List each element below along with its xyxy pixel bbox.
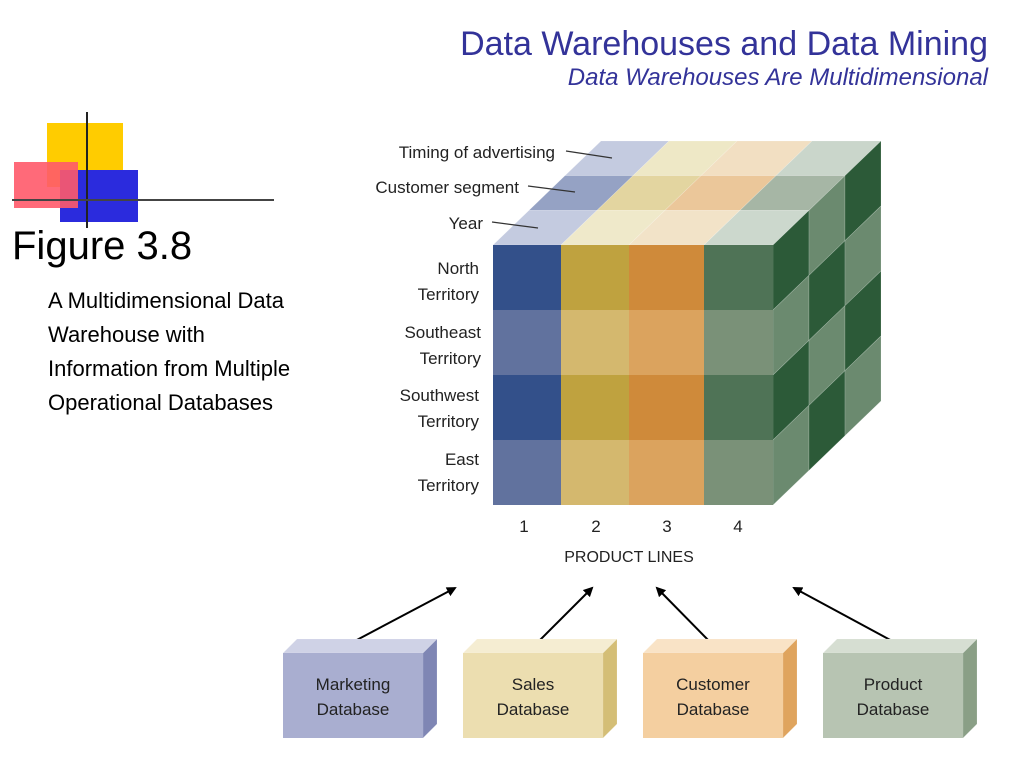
database-label: Database (857, 700, 930, 719)
territory-labels: North Territory Southeast Territory Sout… (400, 259, 482, 495)
depth-label: Timing of advertising (399, 143, 555, 162)
column-label: 4 (733, 517, 742, 536)
cube-front-cell (629, 310, 704, 375)
database-label: Product (864, 675, 923, 694)
cube-front-cell (704, 375, 773, 440)
cube-front-cell (629, 375, 704, 440)
row-label: Territory (418, 285, 480, 304)
arrow-marketing (352, 587, 457, 643)
database-label: Customer (676, 675, 750, 694)
slide-subtitle: Data Warehouses Are Multidimensional (567, 64, 988, 91)
database-box-top (642, 638, 798, 654)
cube-front-cell (704, 310, 773, 375)
arrow-sales (534, 586, 594, 646)
database-label: Database (497, 700, 570, 719)
database-box-front (463, 653, 603, 738)
cube-side-cell (844, 335, 882, 437)
figure-number: Figure 3.8 (12, 224, 193, 268)
arrow-product (792, 587, 895, 643)
database-box-front (643, 653, 783, 738)
cube-front-cell (493, 310, 561, 375)
depth-label: Customer segment (375, 178, 519, 197)
database-box-side (962, 638, 978, 739)
flow-arrows (352, 586, 895, 646)
cube-front-cell (704, 440, 773, 505)
column-label: 2 (591, 517, 600, 536)
figure-caption: A Multidimensional Data Warehouse with I… (48, 288, 291, 415)
database-box-side (422, 638, 438, 739)
cube-side-face (772, 140, 882, 506)
database-box-side (602, 638, 618, 739)
cube-front-face (493, 245, 773, 505)
slide-logo (12, 112, 274, 228)
cube-front-cell (493, 440, 561, 505)
column-label: 1 (519, 517, 528, 536)
database-label: Database (677, 700, 750, 719)
database-box-top (282, 638, 438, 654)
row-label: Southeast (404, 323, 481, 342)
slide-title-block: Data Warehouses and Data Mining Data War… (460, 24, 988, 92)
data-cube (492, 140, 882, 506)
cube-top-face (492, 140, 882, 246)
database-box-top (822, 638, 978, 654)
row-label: Territory (420, 349, 482, 368)
database-box-top (462, 638, 618, 654)
row-label: East (445, 450, 479, 469)
cube-front-cell (493, 375, 561, 440)
cube-front-cell (704, 245, 773, 310)
database-box-front (823, 653, 963, 738)
cube-front-cell (629, 440, 704, 505)
arrow-customer (655, 586, 714, 646)
database-label: Sales (512, 675, 555, 694)
cube-front-cell (561, 310, 629, 375)
database-box-front (283, 653, 423, 738)
column-label: 3 (662, 517, 671, 536)
database-box-side (782, 638, 798, 739)
slide-title: Data Warehouses and Data Mining (460, 25, 988, 63)
row-label: Territory (418, 476, 480, 495)
cube-front-cell (561, 245, 629, 310)
database-label: Marketing (316, 675, 391, 694)
dimension-labels: Timing of advertising Customer segment Y… (375, 143, 613, 233)
product-line-labels: 1 2 3 4 PRODUCT LINES (519, 517, 742, 566)
depth-label: Year (449, 214, 484, 233)
cube-front-cell (629, 245, 704, 310)
row-label: Southwest (400, 386, 480, 405)
row-label: Territory (418, 412, 480, 431)
cube-front-cell (493, 245, 561, 310)
row-label: North (437, 259, 479, 278)
axis-label: PRODUCT LINES (564, 549, 694, 566)
source-databases: MarketingDatabaseSalesDatabaseCustomerDa… (282, 638, 978, 739)
database-label: Database (317, 700, 390, 719)
cube-front-cell (561, 440, 629, 505)
cube-front-cell (561, 375, 629, 440)
